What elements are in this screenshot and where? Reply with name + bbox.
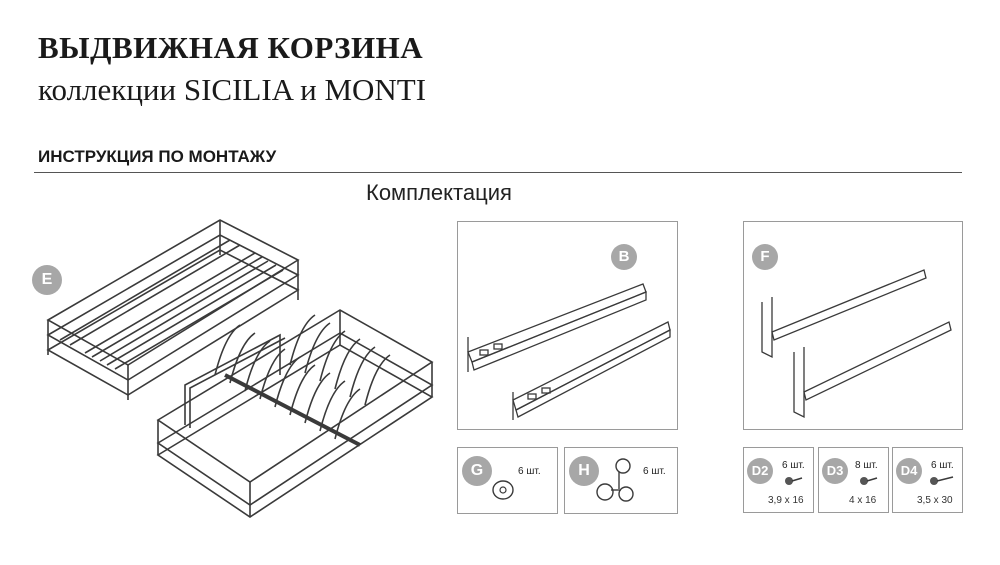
part-d3-qty: 8 шт.: [855, 460, 878, 471]
section-heading: ИНСТРУКЦИЯ ПО МОНТАЖУ: [38, 147, 277, 166]
part-d2-qty: 6 шт.: [782, 460, 805, 471]
spacer-icon: [492, 480, 514, 500]
part-h-badge: H: [569, 456, 599, 486]
baskets-illustration: [46, 219, 434, 518]
drawer-runners-icon: [467, 283, 671, 420]
screw-icon: [860, 477, 878, 485]
part-d2-size: 3,9 x 16: [768, 495, 804, 506]
part-e-badge: E: [32, 265, 62, 295]
document-subtitle: коллекции SICILIA и MONTI: [38, 72, 427, 107]
part-d4-badge: D4: [896, 458, 922, 484]
part-d2-badge: D2: [747, 458, 773, 484]
part-f-panel: F: [743, 221, 963, 430]
part-d2-panel: D2 6 шт. 3,9 x 16: [743, 447, 814, 513]
screw-icon: [930, 476, 954, 485]
section-divider: [34, 172, 962, 173]
part-g-qty: 6 шт.: [518, 466, 541, 477]
part-h-panel: H 6 шт.: [564, 447, 678, 514]
part-d3-badge: D3: [822, 458, 848, 484]
connector-icon: [596, 458, 634, 502]
document-title: ВЫДВИЖНАЯ КОРЗИНА: [38, 30, 424, 65]
part-g-badge: G: [462, 456, 492, 486]
kit-heading: Комплектация: [366, 180, 512, 205]
part-g-panel: G 6 шт.: [457, 447, 558, 514]
part-d3-panel: D3 8 шт. 4 x 16: [818, 447, 889, 513]
part-b-badge: B: [611, 244, 637, 270]
part-b-panel: B: [457, 221, 678, 430]
part-d4-panel: D4 6 шт. 3,5 x 30: [892, 447, 963, 513]
part-d3-size: 4 x 16: [849, 495, 877, 506]
part-f-badge: F: [752, 244, 778, 270]
mounting-brackets-icon: [761, 269, 952, 419]
screw-icon: [785, 477, 803, 485]
part-d4-size: 3,5 x 30: [917, 495, 953, 506]
part-h-qty: 6 шт.: [643, 466, 666, 477]
part-d4-qty: 6 шт.: [931, 460, 954, 471]
